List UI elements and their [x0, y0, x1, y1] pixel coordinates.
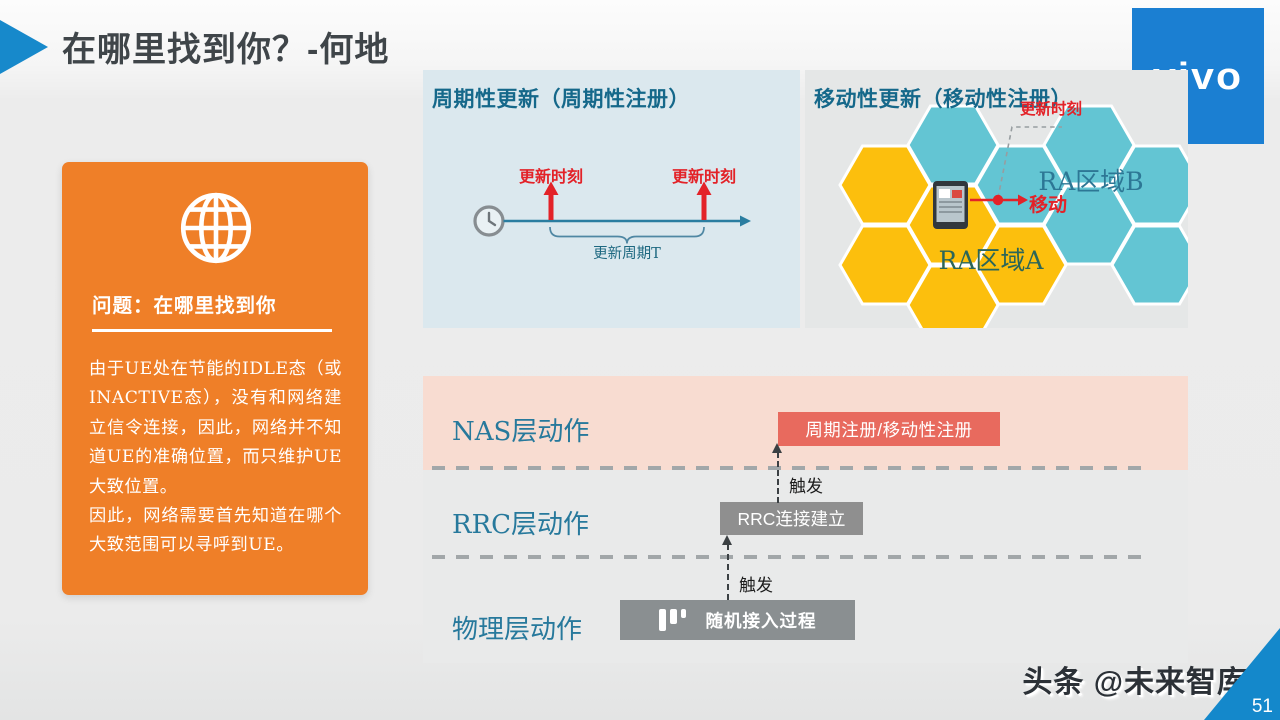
rrc-connection-box: RRC连接建立	[720, 502, 863, 535]
periodic-update-panel: 周期性更新（周期性注册） 更新时刻 更新时刻 更新周期T	[423, 70, 800, 328]
trigger-arrow-1	[777, 452, 779, 503]
page-number: 51	[1251, 696, 1273, 717]
random-access-box: 随机接入过程	[620, 600, 855, 640]
update-marker-label-1: 更新时刻	[518, 169, 583, 186]
problem-card: 问题：在哪里找到你 由于UE处在节能的IDLE态（或INACTIVE态），没有和…	[62, 162, 368, 595]
update-arrow-1	[543, 181, 559, 220]
move-arrow	[970, 194, 1028, 206]
page-title: 在哪里找到你？-何地	[62, 31, 390, 69]
globe-icon	[180, 192, 252, 264]
hex-cell-yellow	[974, 224, 1068, 306]
mobility-update-marker-label: 更新时刻	[1019, 101, 1082, 118]
update-marker-label-2: 更新时刻	[671, 169, 736, 186]
time-axis	[503, 215, 751, 227]
timeline-diagram	[473, 181, 751, 244]
phone-icon	[933, 181, 968, 229]
phy-layer-label: 物理层动作	[452, 615, 583, 645]
problem-body: 由于UE处在节能的IDLE态（或INACTIVE态），没有和网络建立信令连接，因…	[89, 355, 342, 561]
period-label: 更新周期T	[593, 246, 661, 262]
ra-area-a-label: RA区域A	[938, 246, 1044, 275]
random-access-label: 随机接入过程	[705, 610, 817, 631]
registration-box: 周期注册/移动性注册	[778, 412, 1000, 446]
hex-grid	[838, 104, 1188, 328]
layer-separator-2	[432, 555, 1150, 559]
problem-paragraph-1: 由于UE处在节能的IDLE态（或INACTIVE态），没有和网络建立信令连接，因…	[89, 359, 342, 497]
trigger-label-2: 触发	[739, 576, 773, 595]
bars-icon	[658, 609, 686, 631]
corner-triangle	[1204, 628, 1280, 720]
update-dashed-line	[997, 126, 1062, 199]
mobility-panel-title: 移动性更新（移动性注册）	[814, 88, 1072, 111]
layer-separator-1	[432, 466, 1150, 470]
hexagon-map	[838, 104, 1188, 328]
trigger-arrow-2	[727, 544, 729, 600]
problem-paragraph-2: 因此，网络需要首先知道在哪个大致范围可以寻呼到UE。	[89, 506, 342, 556]
rrc-layer-label: RRC层动作	[452, 510, 590, 540]
move-label: 移动	[1029, 195, 1068, 216]
title-arrow-icon	[0, 20, 48, 74]
trigger-label-1: 触发	[789, 477, 823, 496]
hex-cell-cyan	[1110, 224, 1188, 306]
period-brace	[549, 226, 705, 244]
problem-heading: 问题：在哪里找到你	[92, 295, 277, 317]
periodic-panel-title: 周期性更新（周期性注册）	[432, 88, 690, 111]
ra-area-b-label: RA区域B	[1038, 167, 1144, 196]
trigger-arrowhead-1	[772, 443, 782, 453]
hex-cell-cyan	[1110, 144, 1188, 226]
nas-layer-label: NAS层动作	[452, 417, 590, 447]
mobility-update-panel: 移动性更新（移动性注册） 更新时刻 移动 RA区域A RA区域B	[805, 70, 1188, 328]
heading-underline	[92, 329, 332, 332]
clock-icon	[473, 205, 505, 237]
update-arrow-2	[696, 181, 712, 220]
trigger-arrowhead-2	[722, 535, 732, 545]
